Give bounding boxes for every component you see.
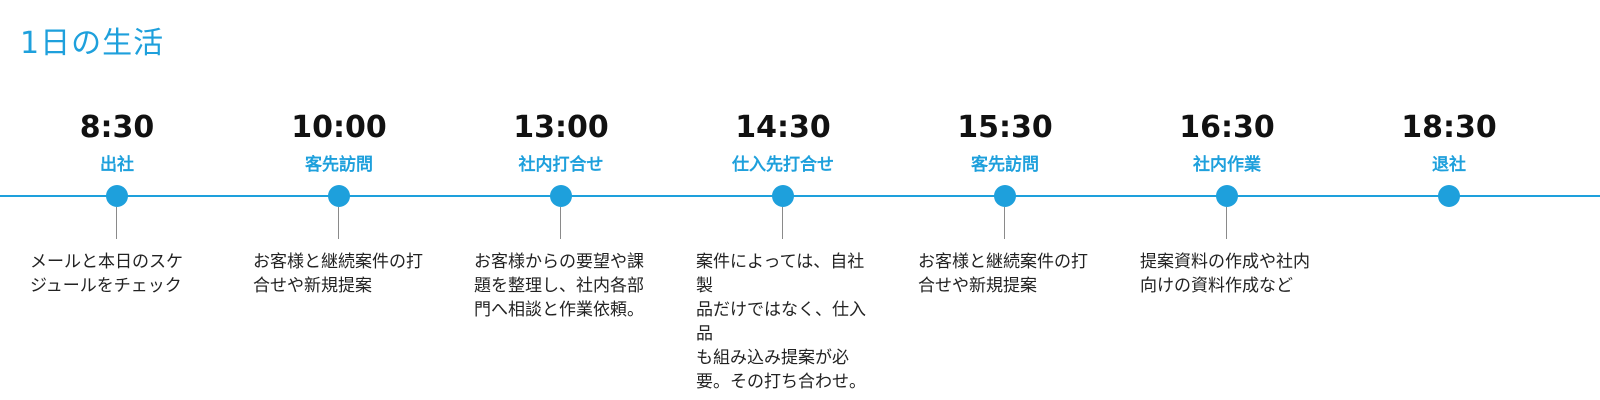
timeline-event: 18:30 退社 (1336, 0, 1562, 400)
timeline-line (0, 195, 1600, 197)
event-connector (116, 207, 117, 239)
event-connector (1226, 207, 1227, 239)
event-description: お客様からの要望や課 題を整理し、社内各部 門へ相談と作業依頼。 (474, 252, 644, 320)
event-description: 案件によっては、自社製 品だけではなく、仕入品 も組み込み提案が必 要。その打ち… (696, 252, 866, 392)
event-time: 8:30 (79, 110, 155, 145)
event-connector (1004, 207, 1005, 239)
page-title: 1日の生活 (20, 26, 165, 61)
event-time: 18:30 (1401, 110, 1497, 145)
timeline-event: 16:30 社内作業 提案資料の作成や社内 向けの資料作成など (1114, 0, 1340, 400)
event-connector (560, 207, 561, 239)
event-connector (782, 207, 783, 239)
event-dot-icon (106, 185, 128, 207)
event-time: 13:00 (513, 110, 609, 145)
event-label: 仕入先打合せ (732, 155, 834, 175)
event-dot-icon (1438, 185, 1460, 207)
event-time: 16:30 (1179, 110, 1275, 145)
event-description: お客様と継続案件の打 合せや新規提案 (918, 252, 1088, 296)
event-time: 14:30 (735, 110, 831, 145)
event-dot-icon (772, 185, 794, 207)
event-label: 客先訪問 (305, 155, 373, 175)
event-dot-icon (1216, 185, 1238, 207)
event-description: メールと本日のスケ ジュールをチェック (30, 252, 183, 296)
event-label: 社内作業 (1193, 155, 1261, 175)
event-description: お客様と継続案件の打 合せや新規提案 (253, 252, 423, 296)
event-label: 客先訪問 (971, 155, 1039, 175)
event-label: 退社 (1432, 155, 1466, 175)
event-time: 10:00 (291, 110, 387, 145)
event-label: 出社 (100, 155, 134, 175)
event-description: 提案資料の作成や社内 向けの資料作成など (1140, 252, 1310, 296)
event-connector (338, 207, 339, 239)
timeline-event: 10:00 客先訪問 お客様と継続案件の打 合せや新規提案 (226, 0, 452, 400)
event-dot-icon (550, 185, 572, 207)
timeline-event: 15:30 客先訪問 お客様と継続案件の打 合せや新規提案 (892, 0, 1118, 400)
event-dot-icon (328, 185, 350, 207)
timeline-event: 14:30 仕入先打合せ 案件によっては、自社製 品だけではなく、仕入品 も組み… (670, 0, 896, 400)
event-label: 社内打合せ (518, 155, 604, 175)
event-time: 15:30 (957, 110, 1053, 145)
event-dot-icon (994, 185, 1016, 207)
timeline-event: 8:30 出社 メールと本日のスケ ジュールをチェック (4, 0, 230, 400)
timeline-event: 13:00 社内打合せ お客様からの要望や課 題を整理し、社内各部 門へ相談と作… (448, 0, 674, 400)
